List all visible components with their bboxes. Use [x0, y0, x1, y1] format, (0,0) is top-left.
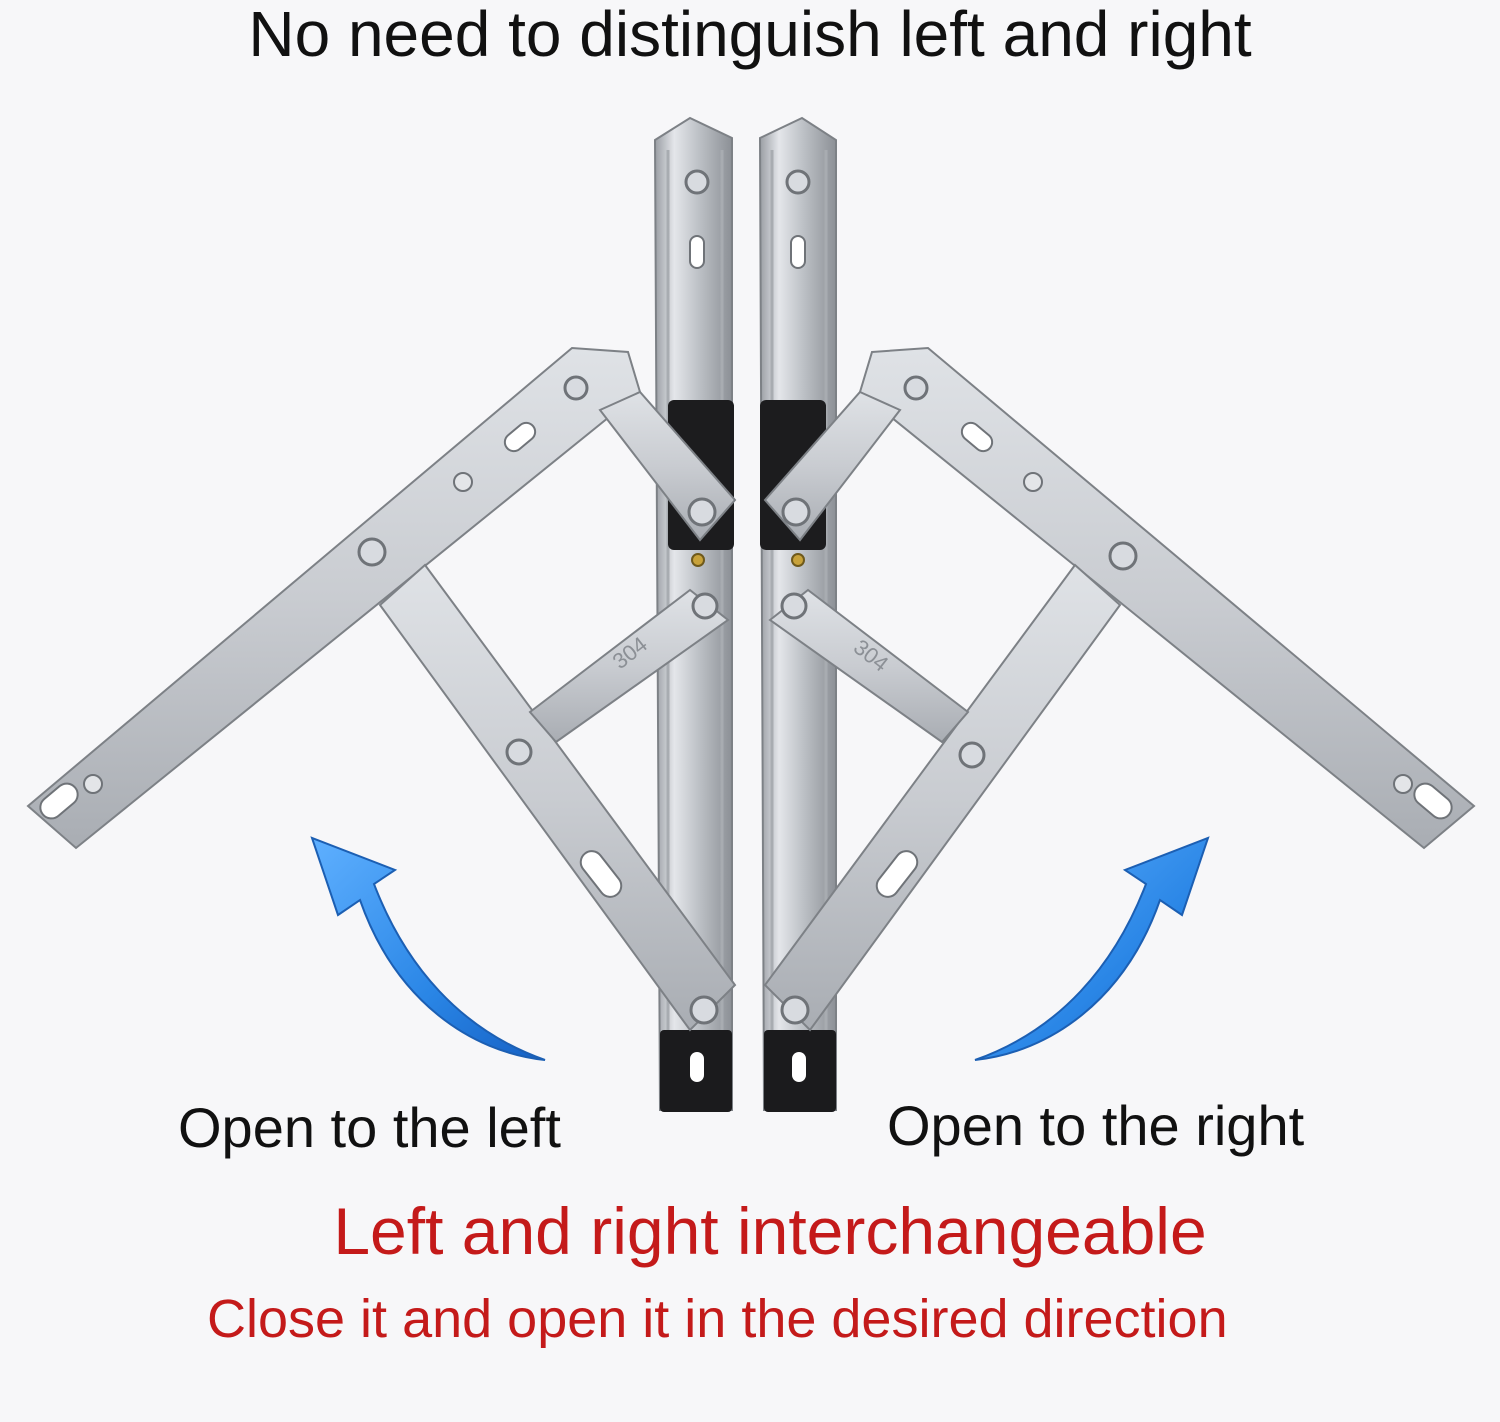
open-left-label: Open to the left [178, 1096, 561, 1159]
curved-arrow-up-right-icon [974, 836, 1210, 1061]
right-hinge-long-arm [858, 346, 1476, 850]
left-hinge-brace [378, 563, 737, 1032]
left-hinge-long-arm [26, 346, 642, 850]
curved-arrow-up-left-icon [310, 836, 546, 1061]
open-right-label: Open to the right [887, 1094, 1305, 1157]
left-hinge: 304 [26, 116, 737, 1112]
right-hinge: 304 [758, 116, 1476, 1112]
headline: No need to distinguish left and right [248, 0, 1252, 70]
subline: Close it and open it in the desired dire… [207, 1289, 1228, 1349]
right-hinge-brace [763, 563, 1122, 1032]
left-hinge-mid-strut [528, 588, 730, 744]
tagline: Left and right interchangeable [333, 1194, 1207, 1268]
